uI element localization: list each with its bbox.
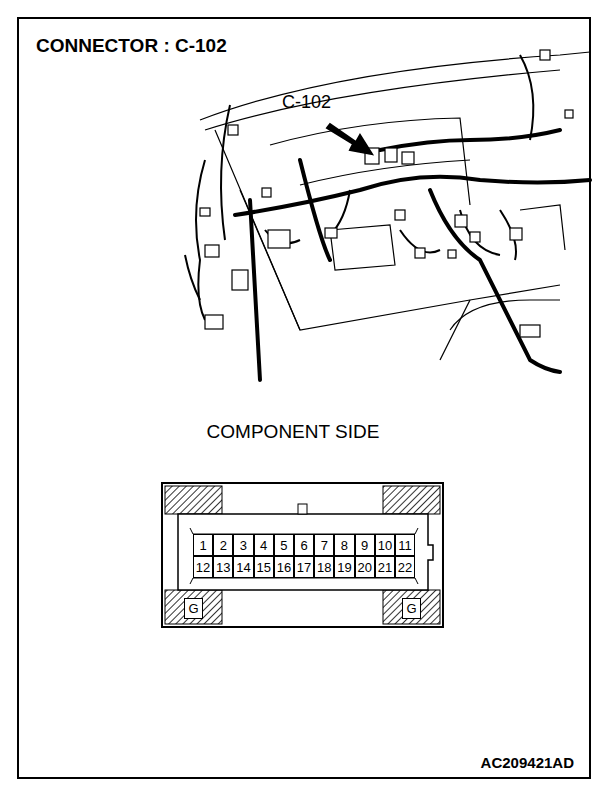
pin-cell: 4 xyxy=(254,534,274,556)
pin-cell: 17 xyxy=(294,556,314,578)
pin-number: 12 xyxy=(196,561,210,574)
pin-cell: 1 xyxy=(193,534,213,556)
frame xyxy=(18,18,590,778)
pin-number: 22 xyxy=(398,561,412,574)
pin-cell: 3 xyxy=(233,534,253,556)
callout-label: C-102 xyxy=(282,93,331,111)
pin-number: 10 xyxy=(378,539,392,552)
pin-number: 16 xyxy=(277,561,291,574)
pin-number: 1 xyxy=(199,539,206,552)
pin-cell: 7 xyxy=(314,534,334,556)
pin-number: 7 xyxy=(321,539,328,552)
pin-number: 6 xyxy=(300,539,307,552)
pin-cell: 13 xyxy=(213,556,233,578)
pin-number: 20 xyxy=(357,561,371,574)
dashboard-sketch xyxy=(200,52,590,360)
pin-number: 13 xyxy=(216,561,230,574)
ground-symbol: G xyxy=(406,602,416,615)
ground-marker: G xyxy=(402,598,421,619)
pin-number: 18 xyxy=(317,561,331,574)
pin-cell: 5 xyxy=(274,534,294,556)
connector-icons xyxy=(200,50,573,337)
pin-number: 5 xyxy=(280,539,287,552)
wire-harness xyxy=(235,130,590,380)
callout-arrow xyxy=(327,124,372,154)
title: CONNECTOR : C-102 xyxy=(36,36,227,55)
pin-number: 8 xyxy=(341,539,348,552)
caption: AC209421AD xyxy=(481,755,574,770)
pin-number: 15 xyxy=(256,561,270,574)
pin-number: 3 xyxy=(240,539,247,552)
pin-cell: 15 xyxy=(254,556,274,578)
ground-symbol: G xyxy=(188,602,198,615)
view-label: COMPONENT SIDE xyxy=(207,422,380,441)
pin-cell: 6 xyxy=(294,534,314,556)
pin-number: 21 xyxy=(378,561,392,574)
pin-cell: 12 xyxy=(193,556,213,578)
pin-cell: 20 xyxy=(355,556,375,578)
pin-cell: 16 xyxy=(274,556,294,578)
pin-cell: 11 xyxy=(395,534,415,556)
pin-number: 4 xyxy=(260,539,267,552)
pin-cell: 10 xyxy=(375,534,395,556)
pin-cell: 8 xyxy=(334,534,354,556)
pin-number: 17 xyxy=(297,561,311,574)
pin-cell: 9 xyxy=(355,534,375,556)
pin-cell: 2 xyxy=(213,534,233,556)
pin-cell: 19 xyxy=(334,556,354,578)
ground-marker: G xyxy=(184,598,203,619)
pin-cell: 18 xyxy=(314,556,334,578)
pin-number: 11 xyxy=(398,539,412,552)
pin-cell: 22 xyxy=(395,556,415,578)
pin-number: 19 xyxy=(337,561,351,574)
pin-number: 2 xyxy=(220,539,227,552)
connector-face xyxy=(162,483,443,627)
pin-cell: 21 xyxy=(375,556,395,578)
pin-number: 14 xyxy=(236,561,250,574)
pin-cell: 14 xyxy=(233,556,253,578)
pin-number: 9 xyxy=(361,539,368,552)
wires xyxy=(185,55,533,320)
